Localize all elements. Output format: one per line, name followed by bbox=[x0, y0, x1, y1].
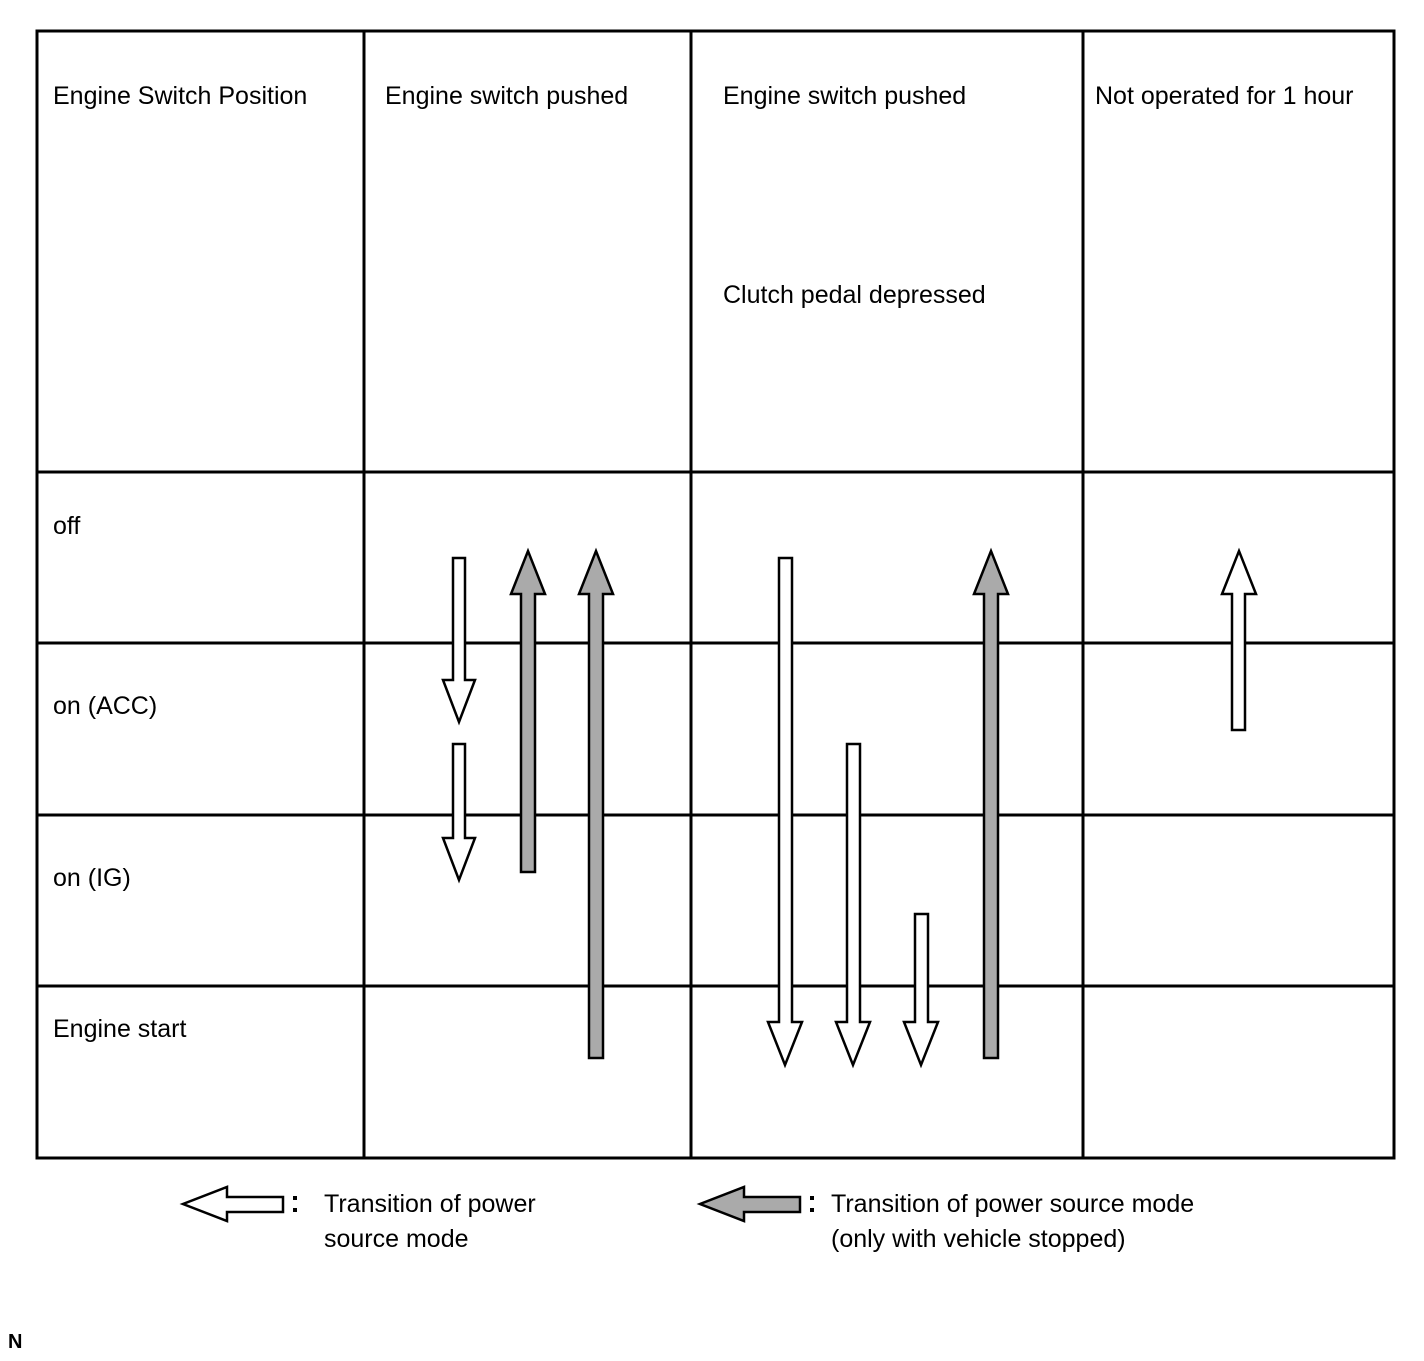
arrow-down-ig-to-start bbox=[902, 912, 940, 1069]
legend-colon-dot bbox=[293, 1196, 297, 1200]
legend-gray-line2: (only with vehicle stopped) bbox=[831, 1225, 1126, 1253]
table-grid bbox=[35, 29, 1396, 1160]
legend-gray-line1: Transition of power source mode bbox=[831, 1190, 1195, 1218]
legend-colon-dot bbox=[810, 1196, 814, 1200]
legend-gray-arrow-icon bbox=[696, 1185, 802, 1223]
legend-white-line1: Transition of power bbox=[324, 1190, 536, 1218]
arrow-down-acc-to-start bbox=[834, 742, 872, 1069]
row-label-acc: on (ACC) bbox=[53, 692, 158, 720]
arrow-down-off-to-start bbox=[766, 556, 804, 1069]
row-label-off: off bbox=[53, 512, 81, 540]
legend-white-line2: source mode bbox=[324, 1225, 469, 1253]
legend-colon-dot bbox=[810, 1208, 814, 1212]
header-engine-switch-pushed: Engine switch pushed bbox=[385, 82, 629, 110]
row-label-engine-start: Engine start bbox=[53, 1015, 187, 1043]
arrow-up-start-to-off bbox=[577, 547, 615, 1060]
legend-white-arrow-icon bbox=[179, 1185, 285, 1223]
arrow-up-acc-to-off bbox=[1220, 547, 1258, 732]
arrow-down-off-to-acc bbox=[441, 556, 477, 726]
legend-colon-dot bbox=[293, 1208, 297, 1212]
legend-colons bbox=[293, 1196, 814, 1212]
arrow-up-start-to-off-2 bbox=[972, 547, 1010, 1060]
arrow-up-ig-to-off bbox=[509, 547, 547, 874]
header-engine-switch-position: Engine Switch Position bbox=[53, 82, 308, 110]
row-label-ig: on (IG) bbox=[53, 864, 131, 892]
header-engine-switch-pushed-clutch: Engine switch pushed bbox=[723, 82, 967, 110]
header-clutch-pedal-depressed: Clutch pedal depressed bbox=[723, 281, 986, 309]
table-outline bbox=[35, 29, 1396, 1160]
corner-mark: N bbox=[8, 1331, 23, 1353]
arrow-down-acc-to-ig bbox=[441, 742, 477, 884]
header-not-operated: Not operated for 1 hour bbox=[1095, 82, 1354, 110]
